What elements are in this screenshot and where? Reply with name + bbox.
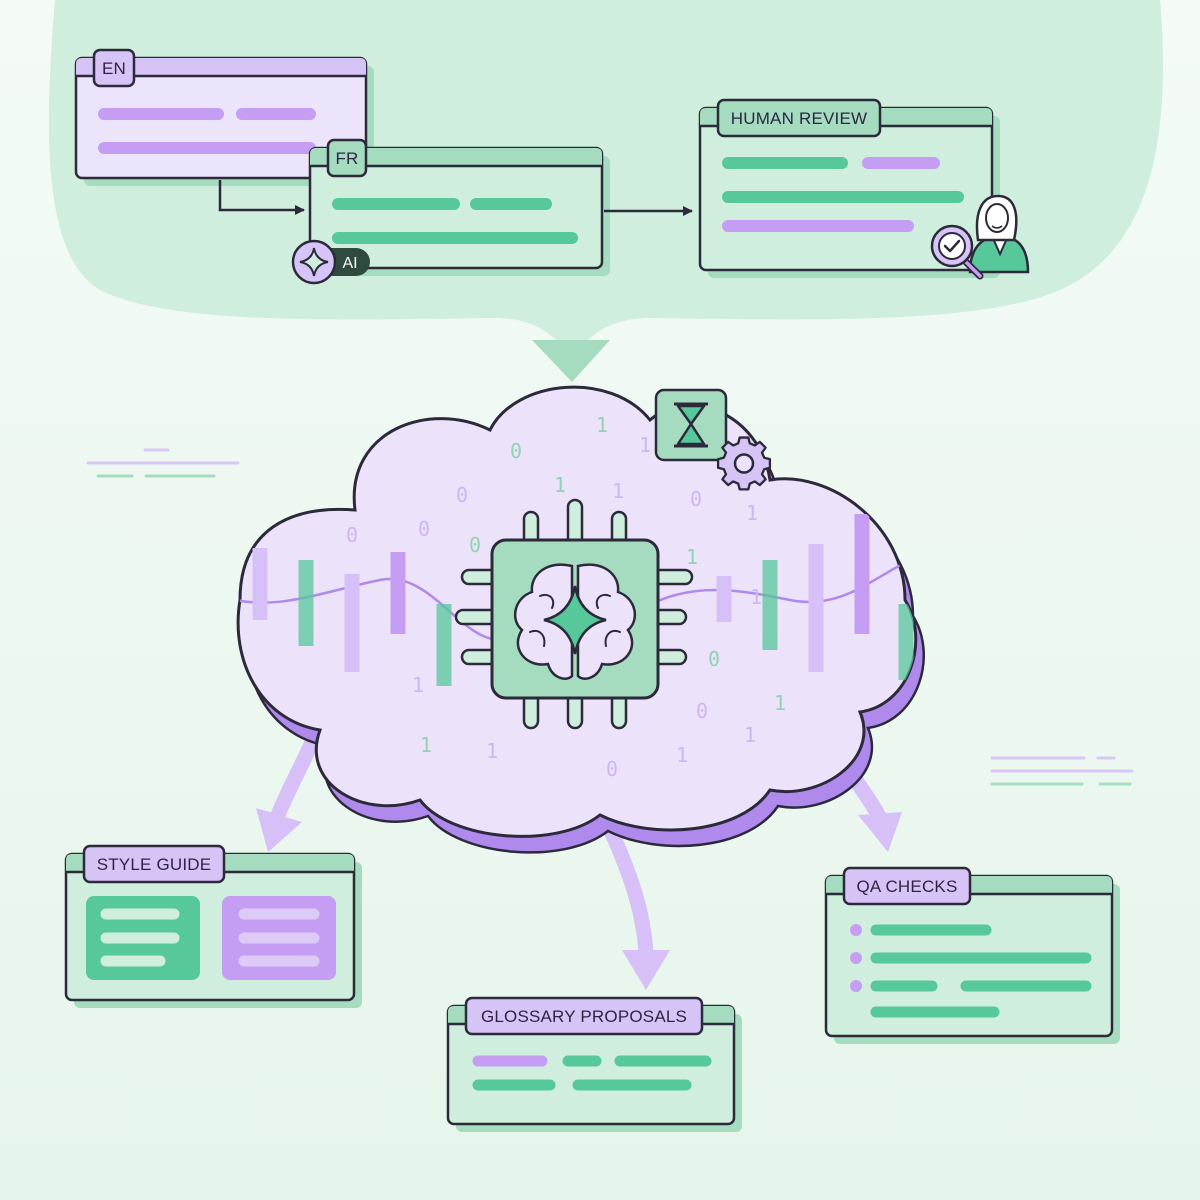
glossary-label: GLOSSARY PROPOSALS xyxy=(481,1007,687,1026)
target-language-label: FR xyxy=(335,149,358,168)
output-arrowheads xyxy=(256,808,902,990)
gear-icon xyxy=(716,436,772,491)
sparkle-icon xyxy=(543,585,607,655)
binary-digit: 1 xyxy=(639,433,651,457)
style-guide-window: STYLE GUIDE xyxy=(64,844,362,1008)
speed-lines-left xyxy=(86,448,240,478)
source-language-label: EN xyxy=(102,59,126,78)
qa-checks-label: QA CHECKS xyxy=(857,877,958,896)
human-review-window: HUMAN REVIEW xyxy=(698,98,1000,278)
binary-digit: 1 xyxy=(686,545,698,569)
human-review-label: HUMAN REVIEW xyxy=(731,109,868,128)
binary-digit: 1 xyxy=(412,673,424,697)
binary-digit: 1 xyxy=(746,501,758,525)
target-text-window: FR xyxy=(308,138,610,276)
reviewer-person-icon xyxy=(968,194,1030,274)
binary-digit: 1 xyxy=(596,413,608,437)
binary-digit: 0 xyxy=(346,523,358,547)
binary-digit: 1 xyxy=(420,733,432,757)
ai-chip-brain-icon xyxy=(454,498,694,730)
binary-digit: 1 xyxy=(744,723,756,747)
speed-lines-right xyxy=(990,756,1134,786)
binary-digit: 0 xyxy=(456,483,468,507)
magnifier-check-icon xyxy=(930,224,984,280)
binary-digit: 1 xyxy=(612,479,624,503)
binary-digit: 1 xyxy=(774,691,786,715)
binary-digit: 0 xyxy=(708,647,720,671)
binary-digit: 0 xyxy=(510,439,522,463)
sparkle-icon xyxy=(299,247,329,277)
source-text-window: EN xyxy=(74,48,374,186)
connector-source-to-target xyxy=(218,180,305,215)
binary-digit: 1 xyxy=(486,739,498,763)
hourglass-icon xyxy=(654,388,728,462)
binary-digit: 1 xyxy=(676,743,688,767)
style-guide-label: STYLE GUIDE xyxy=(97,855,212,874)
binary-digit: 1 xyxy=(750,585,762,609)
qa-checks-window: QA CHECKS xyxy=(824,866,1120,1044)
binary-digit: 1 xyxy=(554,473,566,497)
binary-digit: 0 xyxy=(418,517,430,541)
binary-digit: 0 xyxy=(469,533,481,557)
glossary-proposals-window: GLOSSARY PROPOSALS xyxy=(446,996,742,1132)
ai-badge: AI xyxy=(291,239,370,285)
binary-digit: 0 xyxy=(696,699,708,723)
ai-label: AI xyxy=(342,255,357,272)
bubble-down-arrow xyxy=(532,340,610,382)
binary-digit: 0 xyxy=(690,487,702,511)
binary-digit: 0 xyxy=(606,757,618,781)
